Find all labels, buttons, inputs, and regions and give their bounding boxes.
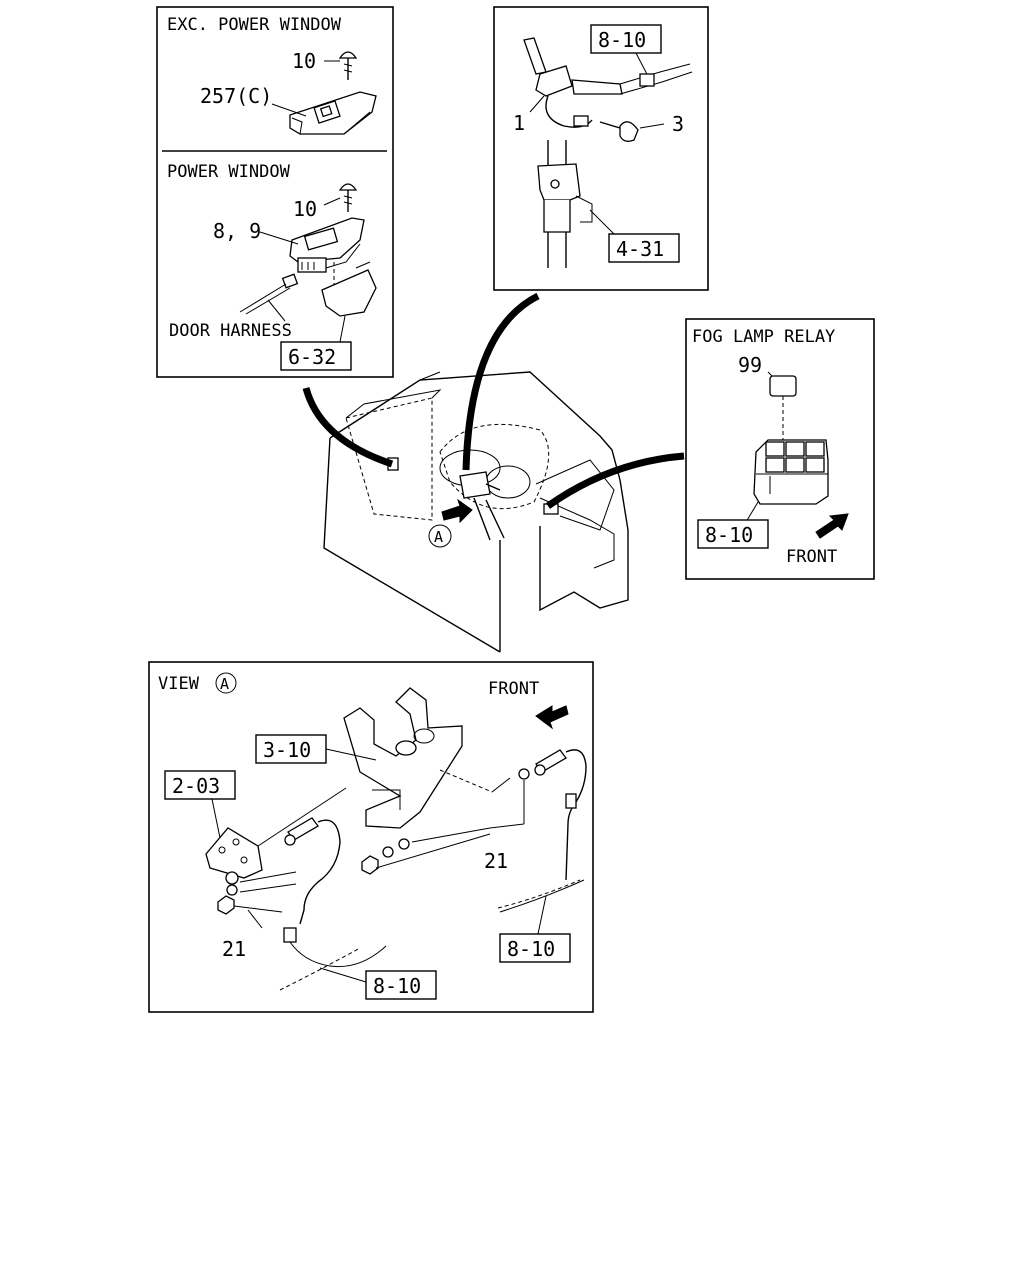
leader-window-switch	[302, 387, 394, 468]
ref-3-10-label: 3-10	[263, 738, 311, 762]
ref-box-8-10-top	[590, 24, 662, 54]
fog-lamp-relay-panel: FOG LAMP RELAY 99 8-10 FRONT	[685, 318, 875, 580]
ref-box-8-10-relay	[697, 519, 769, 549]
ref-2-03-label: 2-03	[172, 774, 220, 798]
window-switch-panel: EXC. POWER WINDOW 10 257(C) POWER WINDOW	[156, 6, 394, 378]
pw-window-switch-icon	[289, 217, 377, 317]
fog-lamp-relay-title: FOG LAMP RELAY	[692, 327, 835, 347]
screw-icon	[599, 121, 639, 142]
dashboard-overview: A	[302, 292, 685, 653]
part-21-right-label: 21	[484, 849, 508, 873]
ref-8-10-relay-label: 8-10	[705, 523, 753, 547]
left-nuts-icon	[217, 871, 297, 929]
view-a-front-label: FRONT	[488, 679, 539, 699]
relay-icon	[769, 375, 797, 440]
pw-screw-label: 10	[293, 197, 317, 221]
exc-screw-icon	[338, 51, 358, 80]
right-stop-switch-icon	[497, 749, 587, 913]
pedal-bracket-icon	[343, 687, 511, 829]
view-a-marker-letter: A	[434, 528, 443, 546]
view-a-marker-icon	[428, 524, 452, 548]
front-arrow-icon	[815, 513, 849, 539]
relay-front-label: FRONT	[786, 547, 837, 567]
ref-box-3-10	[255, 734, 327, 764]
combination-switch-panel: 8-10 1 3 4-31	[493, 6, 709, 291]
relay-part-label: 99	[738, 353, 762, 377]
ref-6-32-label: 6-32	[288, 345, 336, 369]
pw-switch-label: 8, 9	[213, 219, 261, 243]
ref-box-6-32	[280, 341, 352, 371]
view-a-front-arrow-icon	[535, 705, 569, 730]
right-nuts-icon	[361, 768, 530, 875]
ref-box-8-10-bottom	[365, 970, 437, 1000]
part-21-left-label: 21	[222, 937, 246, 961]
ref-8-10-right-label: 8-10	[507, 937, 555, 961]
steering-column-icon	[537, 140, 593, 268]
ref-box-4-31	[608, 233, 680, 263]
window-switch-frame	[156, 6, 394, 378]
door-harness-label: DOOR HARNESS	[169, 321, 292, 341]
ref-8-10-bottom-label: 8-10	[373, 974, 421, 998]
power-window-title: POWER WINDOW	[167, 162, 291, 182]
ref-8-10-top-label: 8-10	[598, 28, 646, 52]
door-harness-connector-icon	[239, 273, 299, 315]
view-a-panel: VIEW A FRONT 3-10 2-03	[148, 661, 594, 1013]
view-a-title: VIEW	[158, 674, 200, 694]
ref-4-31-label: 4-31	[616, 237, 664, 261]
view-a-title-circle-icon	[215, 672, 237, 694]
pw-screw-icon	[338, 183, 358, 212]
ref-box-8-10-right	[499, 933, 571, 963]
exc-switch-label: 257(C)	[200, 84, 272, 108]
screw-part-label: 3	[672, 112, 684, 136]
leader-combination-switch	[462, 292, 540, 471]
view-a-title-letter: A	[220, 675, 229, 693]
relay-block-icon	[753, 439, 829, 505]
left-stop-switch-icon	[279, 817, 387, 991]
combination-switch-icon	[523, 37, 693, 128]
exc-screw-label: 10	[292, 49, 316, 73]
exc-window-switch-icon	[289, 91, 377, 135]
ref-box-2-03	[164, 770, 236, 800]
pedal-plate-icon	[205, 787, 347, 879]
view-a-arrow-icon	[441, 498, 473, 524]
leader-fog-lamp-relay	[545, 452, 685, 509]
combination-switch-location-icon	[459, 471, 491, 499]
exc-power-window-title: EXC. POWER WINDOW	[167, 15, 342, 35]
switch-part-label: 1	[513, 111, 525, 135]
